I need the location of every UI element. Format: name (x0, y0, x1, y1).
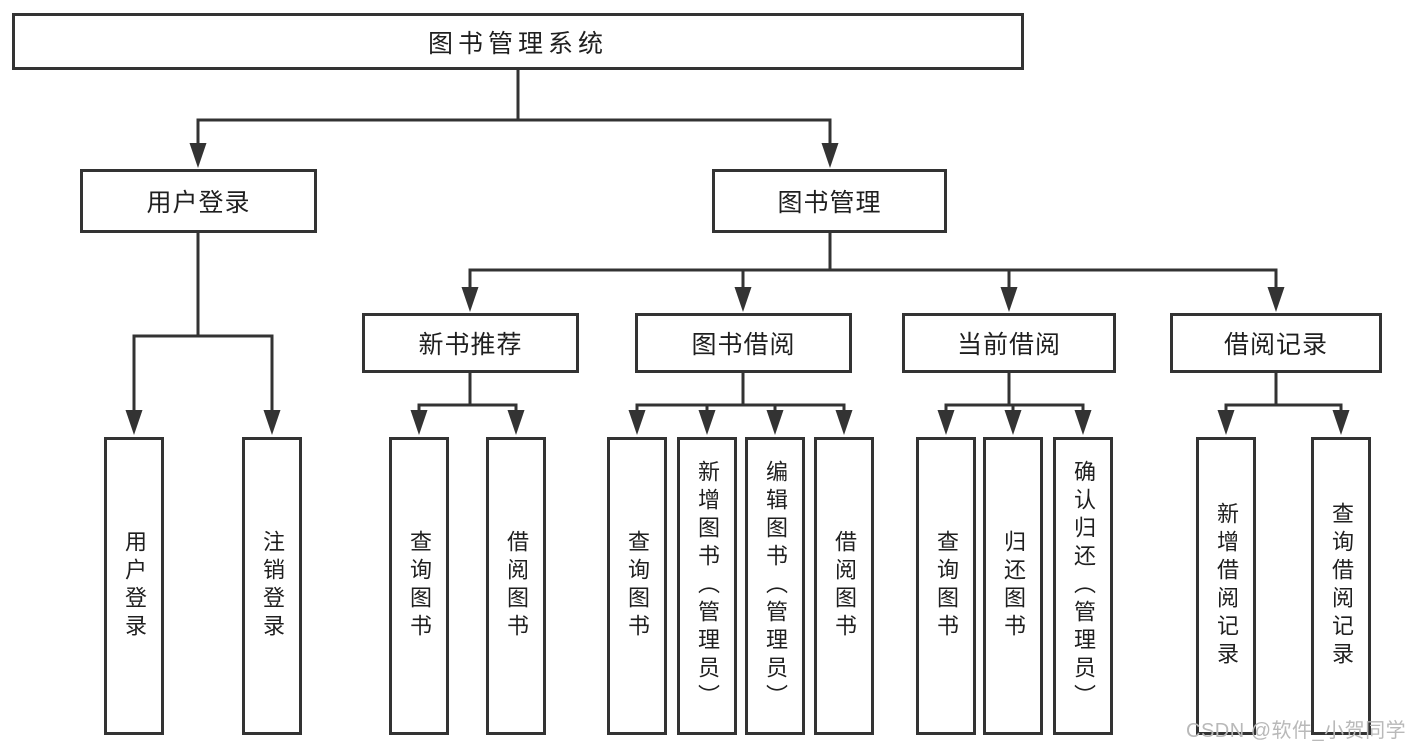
leaf-query-books-recommend: 查询图书 (389, 437, 449, 735)
leaf-query-books-borrowing: 查询图书 (607, 437, 667, 735)
connector-book-borrowing-children (635, 373, 846, 414)
node-current-borrowing: 当前借阅 (902, 313, 1116, 373)
leaf-query-borrow-record-label: 查询借阅记录 (1329, 502, 1354, 670)
connector-current-borrowing-children (944, 373, 1085, 414)
arrowheads-level4 (410, 410, 1350, 435)
leaf-edit-books-admin-label: 编辑图书（管理员） (763, 460, 788, 712)
leaf-logout: 注销登录 (242, 437, 302, 735)
leaf-confirm-return-admin-label: 确认归还（管理员） (1071, 460, 1096, 712)
arrowheads-user-login-children (125, 410, 281, 435)
leaf-query-books-current-label: 查询图书 (934, 530, 959, 642)
connector-borrowing-records-children (1224, 373, 1343, 414)
leaf-query-books-recommend-label: 查询图书 (407, 530, 432, 642)
leaf-add-borrow-record: 新增借阅记录 (1196, 437, 1256, 735)
node-user-login-label: 用户登录 (146, 189, 251, 217)
leaf-query-books-current: 查询图书 (916, 437, 976, 735)
node-borrowing-records: 借阅记录 (1170, 313, 1382, 373)
connector-root-to-level2 (196, 70, 832, 146)
node-book-management: 图书管理 (712, 169, 947, 233)
node-borrowing-records-label: 借阅记录 (1223, 331, 1328, 359)
node-current-borrowing-label: 当前借阅 (956, 331, 1061, 359)
node-root: 图书管理系统 (12, 13, 1024, 70)
node-user-login: 用户登录 (80, 169, 317, 233)
leaf-user-login-label: 用户登录 (122, 530, 147, 642)
node-new-book-recommend-label: 新书推荐 (418, 331, 523, 359)
leaf-query-books-borrowing-label: 查询图书 (625, 530, 650, 642)
leaf-add-books-admin: 新增图书（管理员） (677, 437, 737, 735)
node-new-book-recommend: 新书推荐 (362, 313, 579, 373)
arrowheads-level3 (461, 287, 1285, 312)
leaf-add-borrow-record-label: 新增借阅记录 (1214, 502, 1239, 670)
node-book-borrowing-label: 图书借阅 (691, 331, 796, 359)
leaf-user-login: 用户登录 (104, 437, 164, 735)
leaf-return-books: 归还图书 (983, 437, 1043, 735)
node-book-management-label: 图书管理 (777, 189, 882, 217)
connector-book-management-children (468, 233, 1278, 290)
leaf-borrow-books: 借阅图书 (814, 437, 874, 735)
leaf-borrow-books-label: 借阅图书 (832, 530, 857, 642)
node-root-label: 图书管理系统 (427, 29, 608, 58)
leaf-borrow-books-recommend-label: 借阅图书 (504, 530, 529, 642)
arrowheads-level2 (189, 143, 839, 168)
watermark: CSDN @软件_小贺同学 (1186, 720, 1405, 742)
leaf-confirm-return-admin: 确认归还（管理员） (1053, 437, 1113, 735)
leaf-logout-label: 注销登录 (260, 530, 285, 642)
leaf-add-books-admin-label: 新增图书（管理员） (695, 460, 720, 712)
leaf-return-books-label: 归还图书 (1001, 530, 1026, 642)
leaf-query-borrow-record: 查询借阅记录 (1311, 437, 1371, 735)
connector-new-book-children (417, 373, 518, 414)
connector-user-login-children (132, 233, 274, 412)
node-book-borrowing: 图书借阅 (635, 313, 852, 373)
leaf-edit-books-admin: 编辑图书（管理员） (745, 437, 805, 735)
leaf-borrow-books-recommend: 借阅图书 (486, 437, 546, 735)
